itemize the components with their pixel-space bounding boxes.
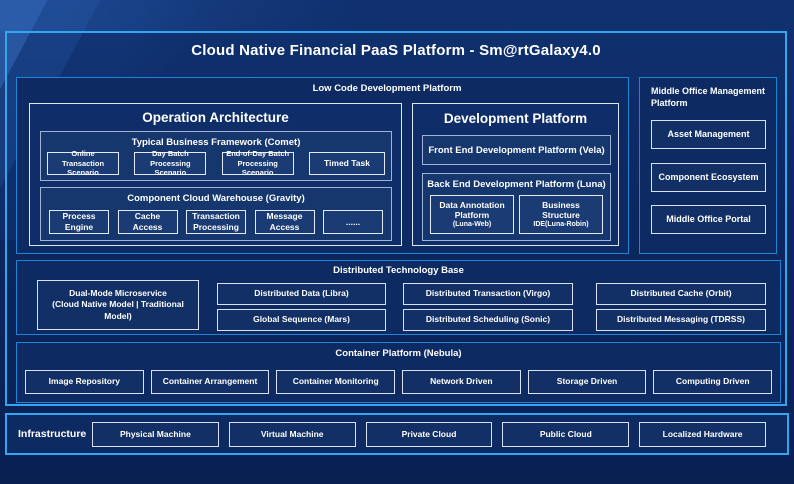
component-cloud-items-row: Process Engine Cache Access Transaction … <box>49 210 383 234</box>
data-annotation-line2: Platform <box>454 210 490 221</box>
computing-driven-box: Computing Driven <box>653 370 773 394</box>
infrastructure-label: Infrastructure <box>18 428 87 440</box>
private-cloud-box: Private Cloud <box>365 422 493 447</box>
back-end-platform-box: Back End Development Platform (Luna) Dat… <box>422 173 611 241</box>
distributed-scheduling-box: Distributed Scheduling (Sonic) <box>403 309 573 331</box>
more-components-box: ...... <box>323 210 383 234</box>
localized-hardware-box: Localized Hardware <box>639 422 766 447</box>
data-annotation-line3: (Luna-Web) <box>452 220 492 228</box>
typical-business-framework-box: Typical Business Framework (Comet) Onlin… <box>40 131 392 181</box>
dual-mode-line1: Dual-Mode Microservice <box>69 288 167 299</box>
main-frame: Cloud Native Financial PaaS Platform - S… <box>5 31 787 406</box>
global-sequence-box: Global Sequence (Mars) <box>217 309 386 331</box>
business-structure-ide-box: Business Structure IDE(Luna-Robin) <box>519 195 603 234</box>
back-end-platform-title: Back End Development Platform (Luna) <box>427 179 606 190</box>
container-monitoring-box: Container Monitoring <box>276 370 396 394</box>
dual-mode-line2: (Cloud Native Model | Traditional <box>52 299 184 310</box>
page-title: Cloud Native Financial PaaS Platform - S… <box>191 42 601 59</box>
distributed-transaction-box: Distributed Transaction (Virgo) <box>403 283 573 305</box>
business-structure-line2: Structure <box>542 210 580 221</box>
typical-business-items-row: Online Transaction Scenario Day Batch Pr… <box>47 149 385 177</box>
distributed-technology-section: Distributed Technology Base Dual-Mode Mi… <box>16 260 781 335</box>
asset-management-box: Asset Management <box>651 120 766 149</box>
top-strip-decoration <box>0 0 794 31</box>
cache-access-box: Cache Access <box>117 210 178 234</box>
distributed-messaging-box: Distributed Messaging (TDRSS) <box>596 309 766 331</box>
business-structure-line1: Business <box>542 199 580 210</box>
timed-task-box: Timed Task <box>308 152 385 175</box>
dual-mode-line3: Model) <box>104 310 132 321</box>
day-batch-processing-scenario-box: Day Batch Processing Scenario <box>134 149 207 177</box>
middle-office-label: Middle Office Management Platform <box>651 86 766 108</box>
data-annotation-platform-box: Data Annotation Platform (Luna-Web) <box>430 195 514 234</box>
dual-mode-microservice-box: Dual-Mode Microservice (Cloud Native Mod… <box>37 280 199 330</box>
transaction-processing-box: Transaction Processing <box>186 210 246 234</box>
component-cloud-warehouse-title: Component Cloud Warehouse (Gravity) <box>127 193 305 204</box>
infrastructure-items-row: Physical Machine Virtual Machine Private… <box>92 422 766 447</box>
operation-architecture-box: Operation Architecture Typical Business … <box>29 103 402 246</box>
distributed-cache-box: Distributed Cache (Orbit) <box>596 283 766 305</box>
end-of-day-batch-processing-box: End-of-Day Batch Processing Scenario <box>221 149 294 177</box>
middle-office-portal-box: Middle Office Portal <box>651 205 766 234</box>
data-annotation-line1: Data Annotation <box>439 199 505 210</box>
low-code-platform-label: Low Code Development Platform <box>312 83 462 94</box>
development-platform-box: Development Platform Front End Developme… <box>412 103 619 246</box>
public-cloud-box: Public Cloud <box>502 422 630 447</box>
network-driven-box: Network Driven <box>402 370 521 394</box>
development-platform-title: Development Platform <box>443 111 588 126</box>
physical-machine-box: Physical Machine <box>92 422 219 447</box>
component-cloud-warehouse-box: Component Cloud Warehouse (Gravity) Proc… <box>40 187 392 241</box>
front-end-platform-box: Front End Development Platform (Vela) <box>422 135 611 165</box>
process-engine-box: Process Engine <box>49 210 109 234</box>
virtual-machine-box: Virtual Machine <box>228 422 356 447</box>
online-transaction-scenario-box: Online Transaction Scenario <box>47 149 119 177</box>
image-repository-box: Image Repository <box>25 370 144 394</box>
container-platform-items-row: Image Repository Container Arrangement C… <box>25 370 773 394</box>
container-platform-section: Container Platform (Nebula) Image Reposi… <box>16 342 781 403</box>
low-code-platform-section: Low Code Development Platform Operation … <box>16 77 629 254</box>
middle-office-section: Middle Office Management Platform Asset … <box>639 77 777 254</box>
distributed-data-box: Distributed Data (Libra) <box>217 283 386 305</box>
distributed-technology-label: Distributed Technology Base <box>333 265 464 276</box>
container-arrangement-box: Container Arrangement <box>150 370 270 394</box>
business-structure-line3: IDE(Luna-Robin) <box>533 220 589 228</box>
operation-architecture-title: Operation Architecture <box>142 110 289 125</box>
container-platform-label: Container Platform (Nebula) <box>335 348 462 359</box>
message-access-box: Message Access <box>254 210 315 234</box>
infrastructure-section: Infrastructure Physical Machine Virtual … <box>5 413 789 455</box>
back-end-items-row: Data Annotation Platform (Luna-Web) Busi… <box>430 195 603 234</box>
component-ecosystem-box: Component Ecosystem <box>651 163 766 192</box>
storage-driven-box: Storage Driven <box>527 370 647 394</box>
typical-business-framework-title: Typical Business Framework (Comet) <box>131 137 301 148</box>
